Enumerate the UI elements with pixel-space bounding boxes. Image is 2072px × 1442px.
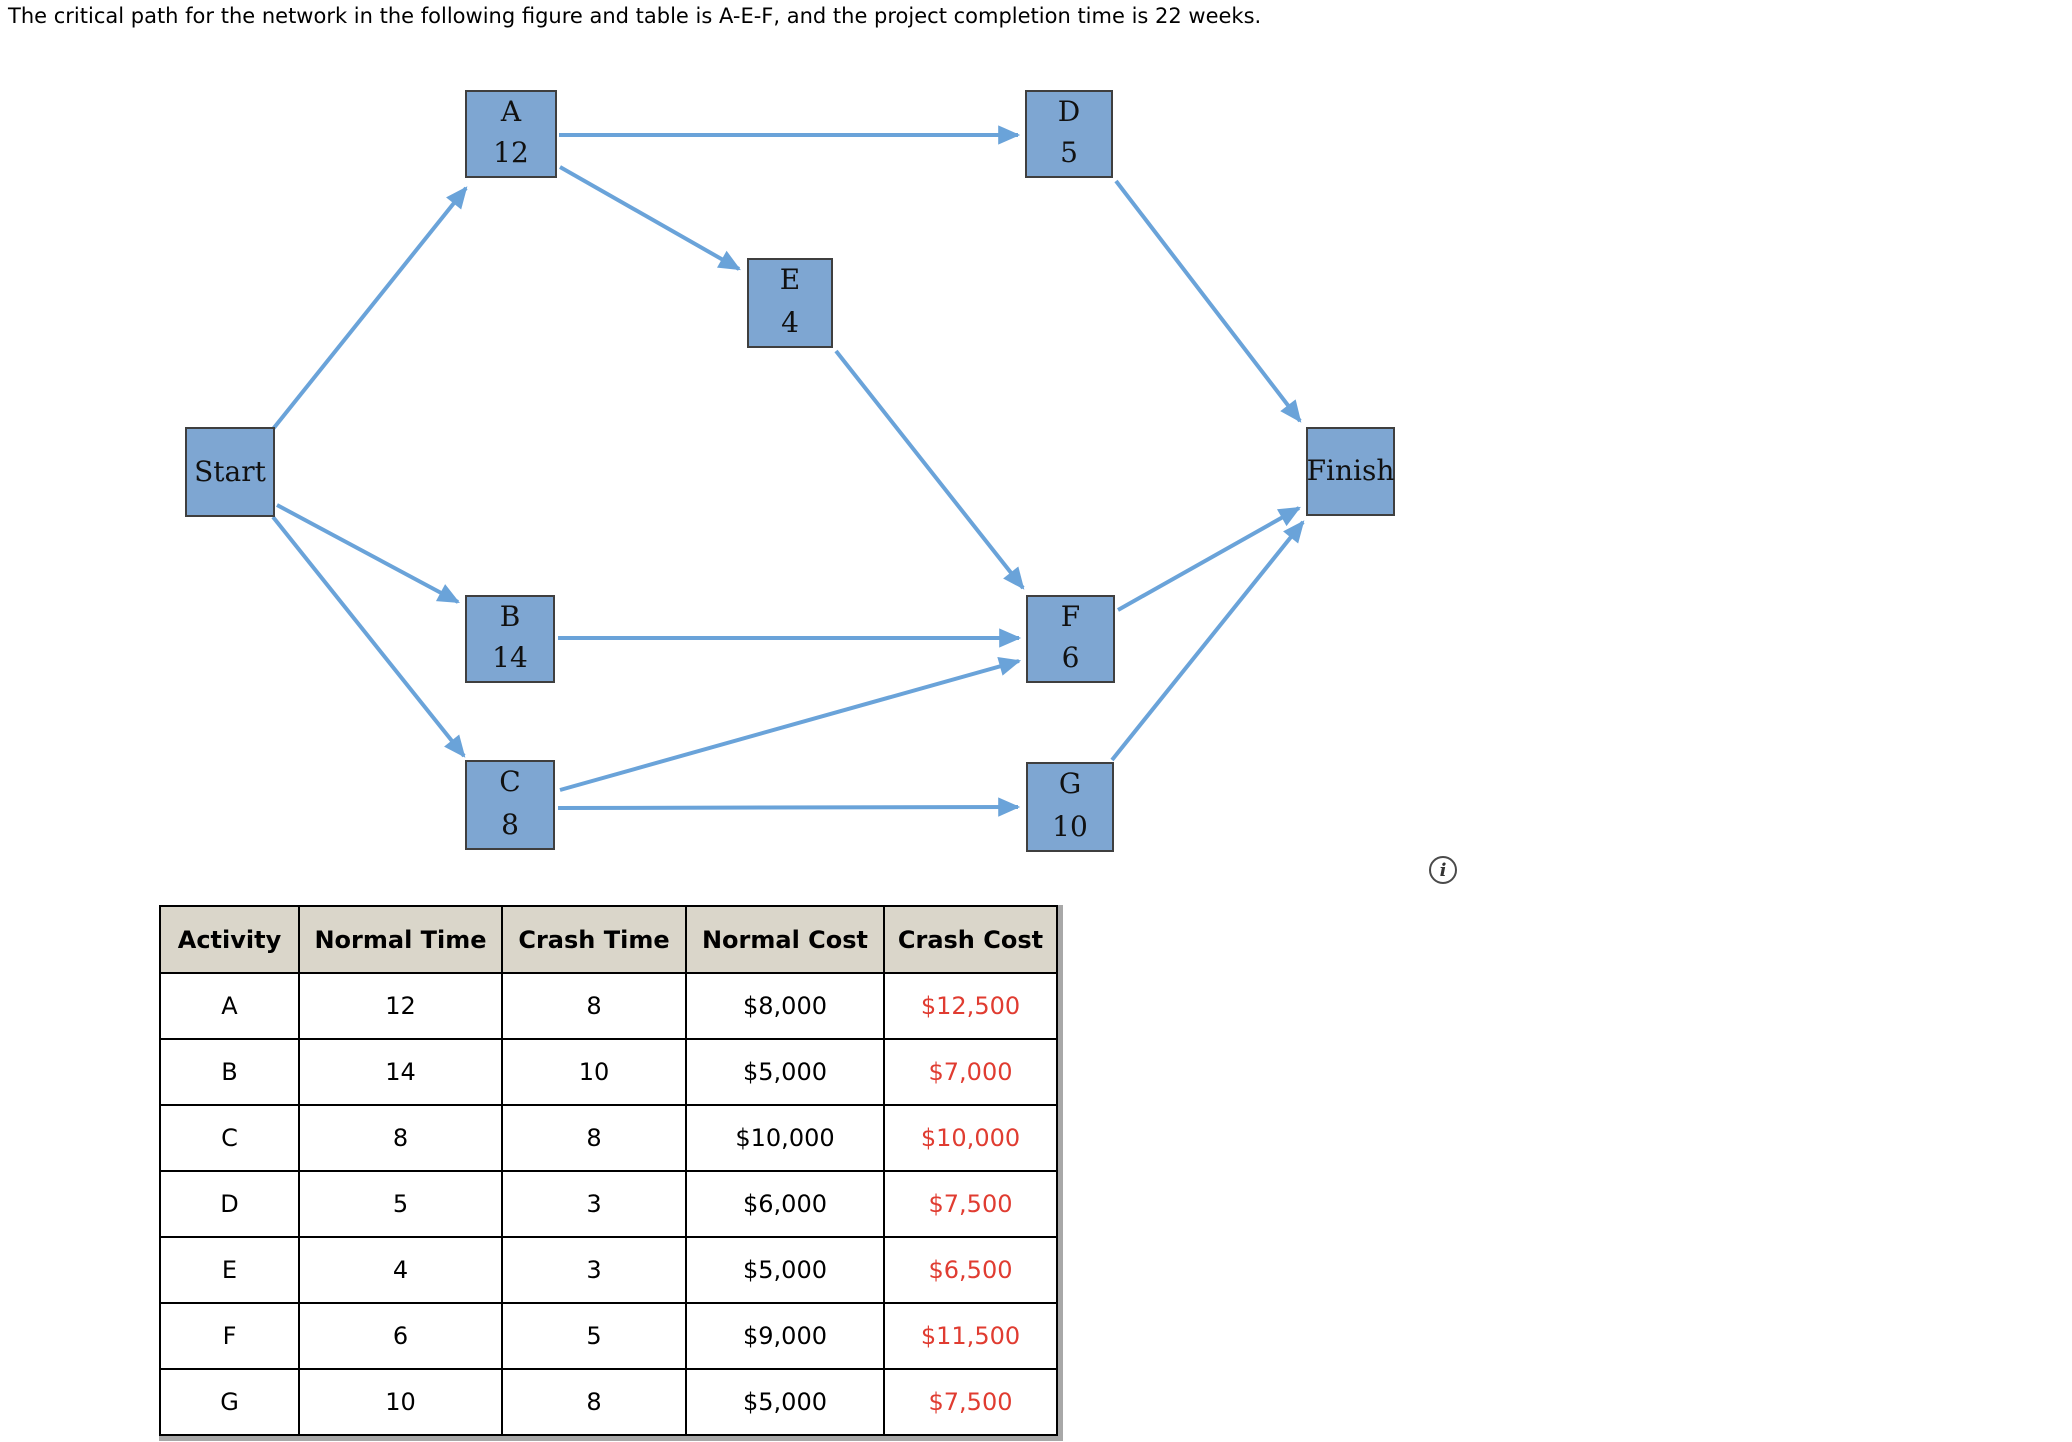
node-f: F 6 (1026, 595, 1115, 683)
table-row: G 10 8 $5,000 $7,500 (159, 1368, 1058, 1436)
table-row: B 14 10 $5,000 $7,000 (159, 1038, 1058, 1106)
cell-normal-time: 5 (298, 1170, 503, 1238)
cell-normal-time: 4 (298, 1236, 503, 1304)
node-g-label: G (1058, 767, 1082, 800)
edge-e-f (834, 349, 1025, 590)
col-header-activity: Activity (159, 905, 300, 974)
node-c: C 8 (465, 760, 555, 850)
table-row: E 4 3 $5,000 $6,500 (159, 1236, 1058, 1304)
table-row: F 6 5 $9,000 $11,500 (159, 1302, 1058, 1370)
node-finish: Finish (1306, 427, 1395, 516)
node-a-label: A (500, 95, 522, 128)
node-f-duration: 6 (1061, 641, 1080, 675)
table-row: D 5 3 $6,000 $7,500 (159, 1170, 1058, 1238)
cell-normal-cost: $5,000 (685, 1038, 885, 1106)
cell-normal-cost: $6,000 (685, 1170, 885, 1238)
edge-d-finish (1114, 179, 1302, 423)
info-icon-glyph: i (1439, 859, 1447, 881)
node-f-label: F (1060, 600, 1081, 633)
cell-activity: G (159, 1368, 300, 1436)
node-start: Start (185, 427, 275, 517)
cell-activity: C (159, 1104, 300, 1172)
cell-activity: A (159, 972, 300, 1040)
cell-crash-time: 8 (501, 1368, 687, 1436)
edge-start-a (271, 186, 468, 431)
cell-crash-time: 8 (501, 1104, 687, 1172)
cell-activity: F (159, 1302, 300, 1370)
cell-crash-time: 8 (501, 972, 687, 1040)
node-d: D 5 (1025, 90, 1113, 178)
node-e-duration: 4 (781, 306, 799, 340)
col-header-crash-cost: Crash Cost (883, 905, 1058, 974)
crash-table-container: Activity Normal Time Crash Time Normal C… (159, 905, 1063, 1441)
cell-normal-cost: $5,000 (685, 1236, 885, 1304)
cell-crash-time: 3 (501, 1170, 687, 1238)
cell-crash-time: 5 (501, 1302, 687, 1370)
node-g: G 10 (1026, 762, 1114, 852)
cell-normal-time: 14 (298, 1038, 503, 1106)
node-b: B 14 (465, 595, 555, 683)
node-e-label: E (779, 263, 801, 296)
node-a-duration: 12 (493, 136, 529, 170)
node-c-label: C (499, 765, 521, 798)
cell-crash-cost: $10,000 (883, 1104, 1058, 1172)
edge-f-finish (1117, 506, 1301, 612)
edge-start-c (271, 515, 466, 758)
node-d-duration: 5 (1060, 136, 1078, 170)
cell-crash-cost: $11,500 (883, 1302, 1058, 1370)
node-b-duration: 14 (492, 641, 528, 675)
network-diagram: Start A 12 D 5 E 4 B 14 C 8 F 6 G 10 (185, 90, 1457, 884)
crash-table: Activity Normal Time Crash Time Normal C… (159, 905, 1058, 1436)
edge-c-f (559, 657, 1022, 792)
cell-crash-time: 3 (501, 1236, 687, 1304)
node-d-label: D (1057, 95, 1081, 128)
node-g-duration: 10 (1052, 810, 1088, 844)
node-finish-label: Finish (1306, 454, 1395, 488)
edge-g-finish (1110, 520, 1305, 762)
col-header-crash-time: Crash Time (501, 905, 687, 974)
cell-activity: B (159, 1038, 300, 1106)
cell-activity: D (159, 1170, 300, 1238)
cell-normal-cost: $5,000 (685, 1368, 885, 1436)
col-header-normal-cost: Normal Cost (685, 905, 885, 974)
edge-a-e (559, 165, 741, 271)
cell-normal-time: 12 (298, 972, 503, 1040)
node-b-label: B (499, 600, 521, 633)
page-title: The critical path for the network in the… (8, 4, 1262, 28)
node-a: A 12 (465, 90, 557, 178)
cell-normal-cost: $9,000 (685, 1302, 885, 1370)
cell-crash-cost: $7,500 (883, 1170, 1058, 1238)
edge-start-b (276, 503, 460, 604)
cell-crash-time: 10 (501, 1038, 687, 1106)
edges-layer (271, 125, 1305, 817)
cell-activity: E (159, 1236, 300, 1304)
cell-normal-cost: $10,000 (685, 1104, 885, 1172)
col-header-normal-time: Normal Time (298, 905, 503, 974)
cell-normal-time: 8 (298, 1104, 503, 1172)
cell-normal-cost: $8,000 (685, 972, 885, 1040)
node-start-label: Start (194, 454, 266, 488)
cell-crash-cost: $7,000 (883, 1038, 1058, 1106)
table-row: A 12 8 $8,000 $12,500 (159, 972, 1058, 1040)
cell-normal-time: 10 (298, 1368, 503, 1436)
edge-c-g (557, 797, 1021, 817)
table-row: C 8 8 $10,000 $10,000 (159, 1104, 1058, 1172)
cell-normal-time: 6 (298, 1302, 503, 1370)
node-e: E 4 (747, 258, 833, 348)
table-header-row: Activity Normal Time Crash Time Normal C… (159, 905, 1058, 974)
node-c-duration: 8 (501, 808, 519, 842)
cell-crash-cost: $6,500 (883, 1236, 1058, 1304)
cell-crash-cost: $7,500 (883, 1368, 1058, 1436)
cell-crash-cost: $12,500 (883, 972, 1058, 1040)
info-icon[interactable]: i (1429, 856, 1457, 884)
